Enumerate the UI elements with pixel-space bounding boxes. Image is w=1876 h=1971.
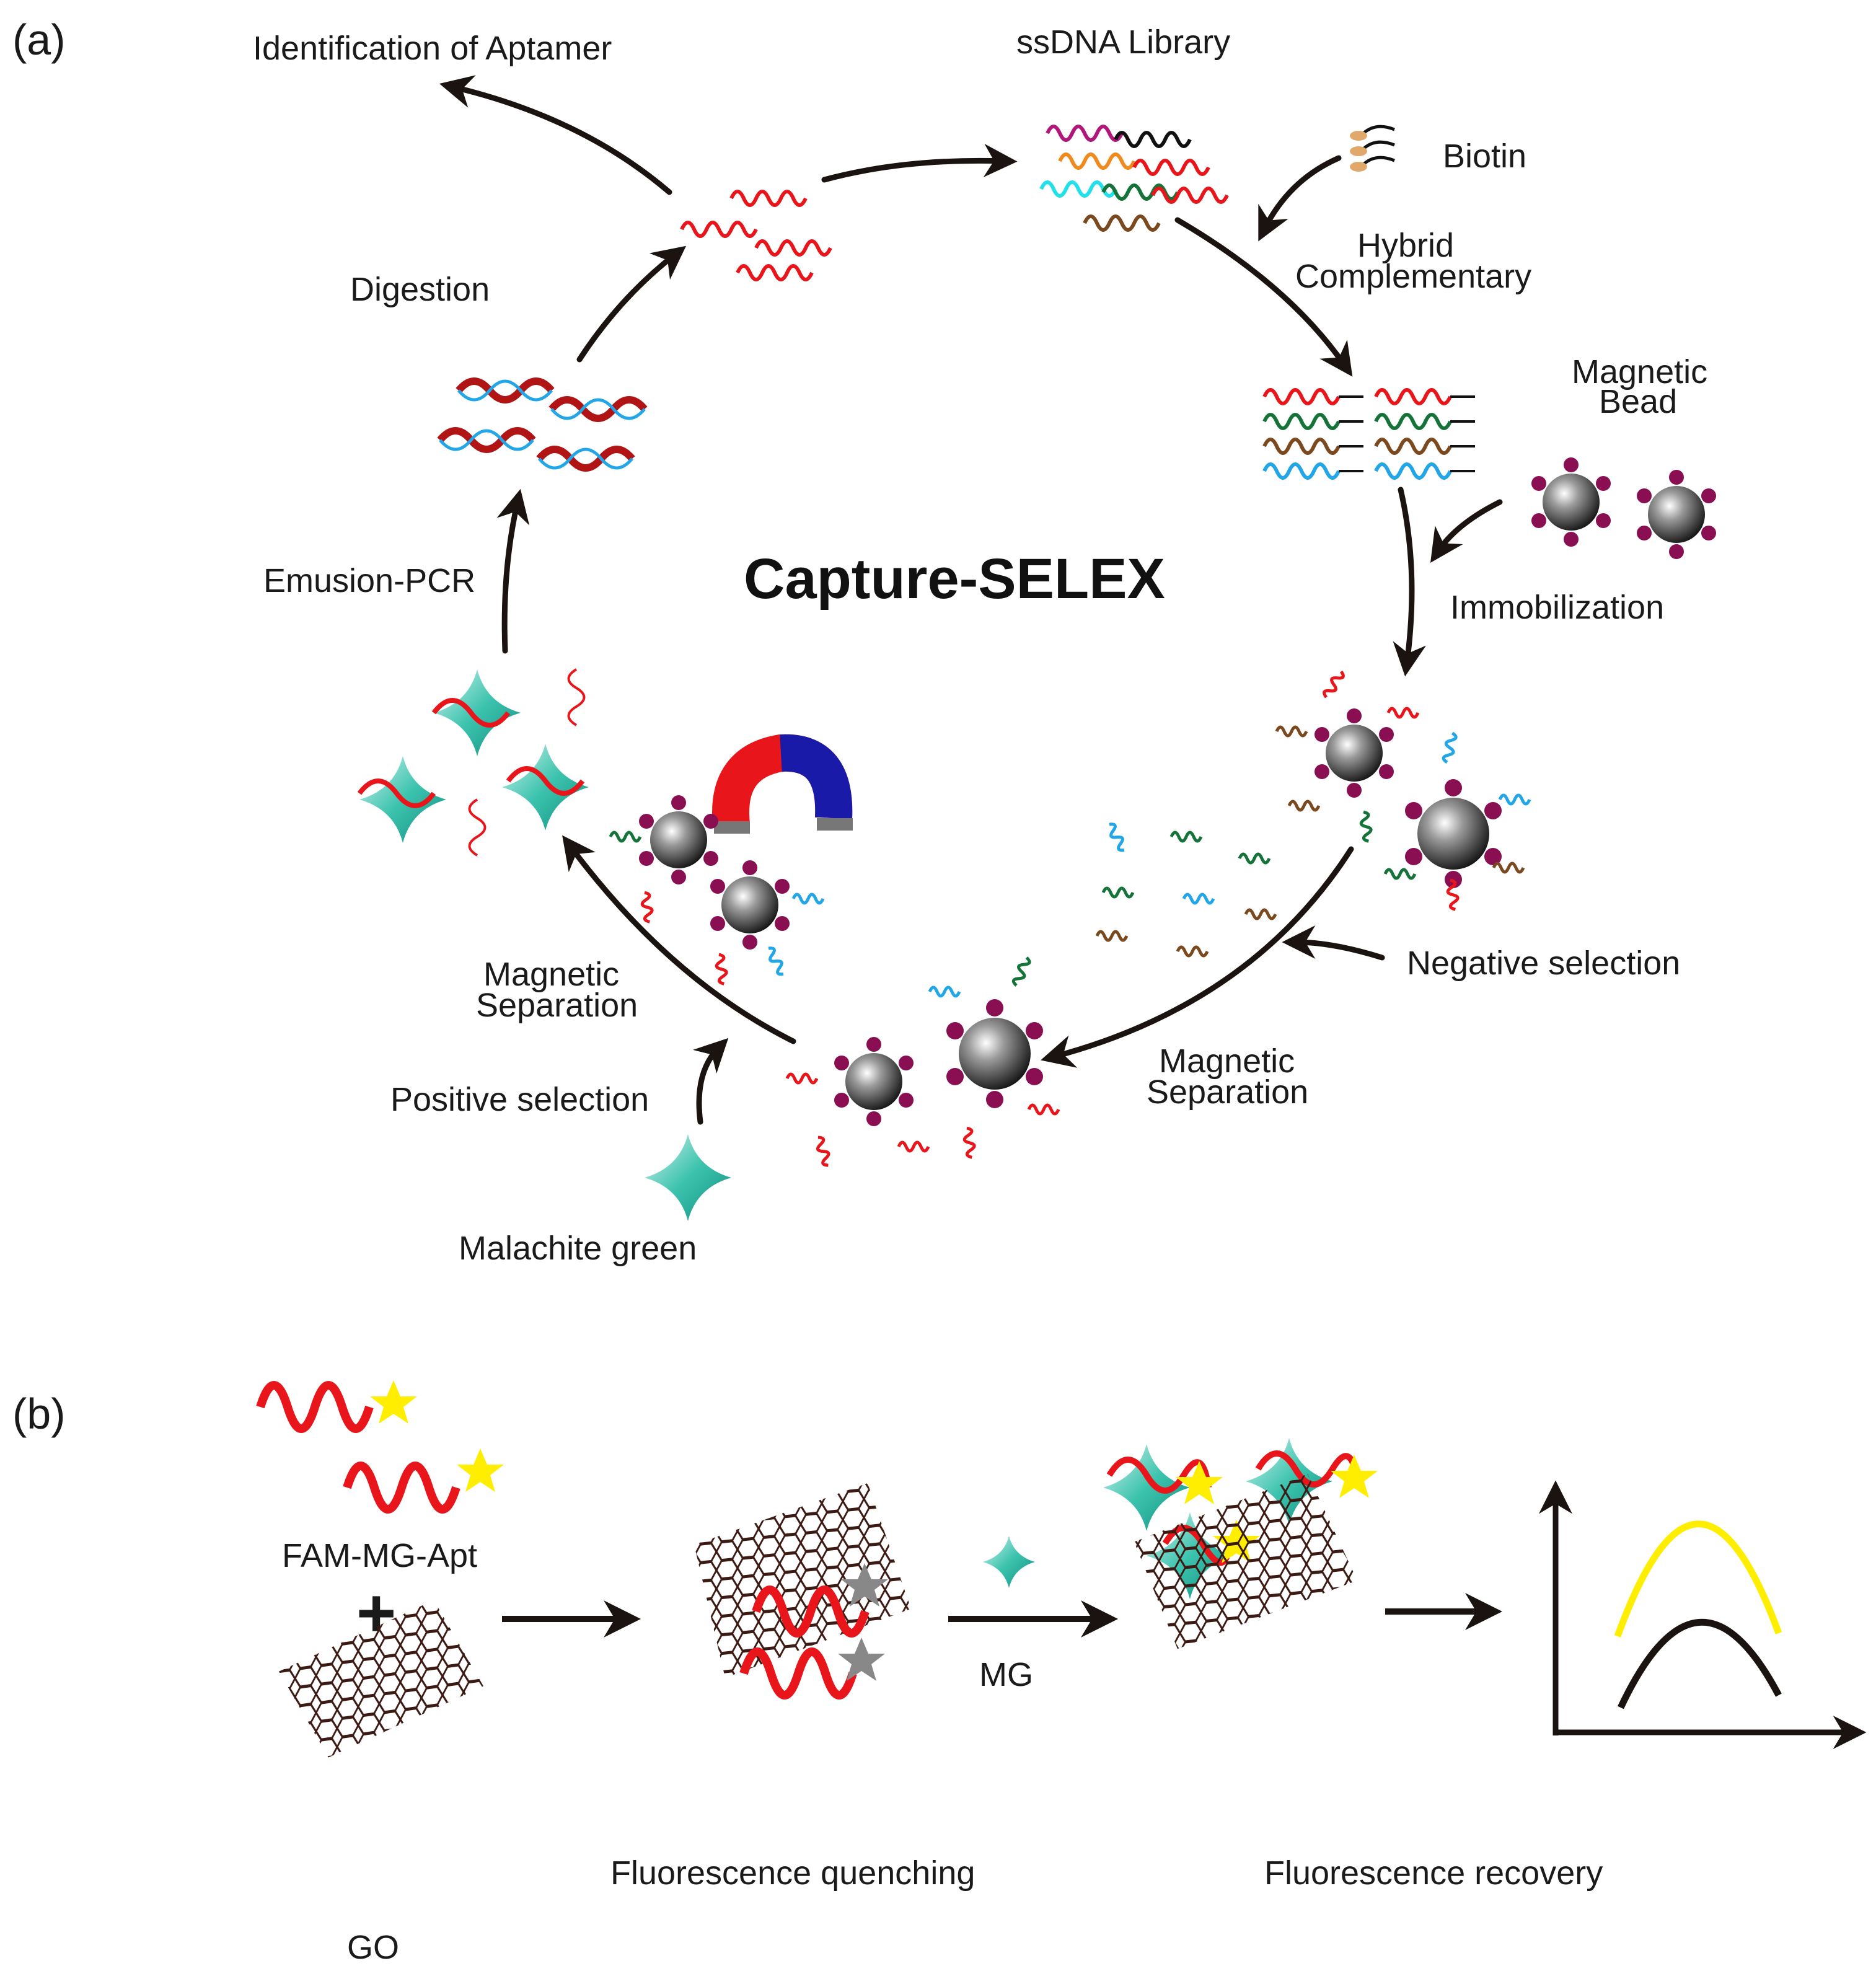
label-identification: Identification of Aptamer	[253, 30, 612, 67]
hybrid-complementary-icon	[1264, 390, 1475, 478]
cycle-arrows	[439, 75, 1503, 1125]
magnetic-separation-beads	[610, 795, 823, 984]
label-biotin: Biotin	[1443, 138, 1526, 175]
label-digestion: Digestion	[350, 271, 490, 308]
label-hybrid-1: Hybrid	[1357, 227, 1454, 264]
separated-beads	[787, 956, 1059, 1167]
free-strands	[1097, 822, 1275, 956]
label-negative-selection: Negative selection	[1407, 945, 1680, 982]
fluorescence-plot-icon	[1539, 1480, 1867, 1749]
aptamer-mg-complexes	[357, 668, 589, 857]
label-malachite-green: Malachite green	[459, 1230, 697, 1267]
biotin-icon	[1350, 125, 1395, 172]
digested-ssdna-icon	[682, 192, 830, 280]
label-separation-left-1: Magnetic	[483, 956, 619, 993]
label-separation-left-2: Separation	[476, 987, 638, 1024]
label-hybrid-2: Complementary	[1295, 258, 1531, 295]
magnetic-bead-icon	[1531, 457, 1716, 559]
label-bead-2: Bead	[1599, 383, 1677, 420]
fam-mg-aptamer-icon	[256, 1380, 504, 1514]
label-separation-right-2: Separation	[1147, 1074, 1308, 1111]
label-immobilization: Immobilization	[1450, 589, 1664, 626]
pcr-product-icon	[437, 377, 648, 472]
graphene-oxide-sheet	[279, 1600, 483, 1758]
panel-b-label: (b)	[12, 1390, 66, 1438]
label-bead-1: Magnetic	[1572, 353, 1707, 390]
label-fam-mg-apt: FAM-MG-Apt	[282, 1537, 477, 1574]
quenched-complex-icon	[694, 1483, 911, 1700]
graphene-oxide-sheet-released	[1134, 1474, 1357, 1649]
label-emulsion-pcr: Emusion-PCR	[263, 562, 475, 599]
label-fluorescence-quenching: Fluorescence quenching	[610, 1854, 975, 1892]
immobilized-beads	[1277, 669, 1530, 911]
label-mg: MG	[979, 1656, 1033, 1693]
label-fluorescence-recovery: Fluorescence recovery	[1264, 1854, 1603, 1892]
label-separation-right-1: Magnetic	[1159, 1043, 1295, 1080]
label-ssdna-library: ssDNA Library	[1016, 24, 1230, 61]
label-positive-selection: Positive selection	[390, 1081, 649, 1118]
malachite-green-icon	[645, 1134, 731, 1221]
mg-small-icon	[983, 1536, 1035, 1588]
panel-a-label: (a)	[12, 15, 66, 64]
ssdna-library-icon	[1041, 126, 1227, 230]
magnet-icon	[712, 734, 853, 834]
label-go: GO	[347, 1929, 399, 1966]
cycle-title: Capture-SELEX	[744, 547, 1165, 611]
